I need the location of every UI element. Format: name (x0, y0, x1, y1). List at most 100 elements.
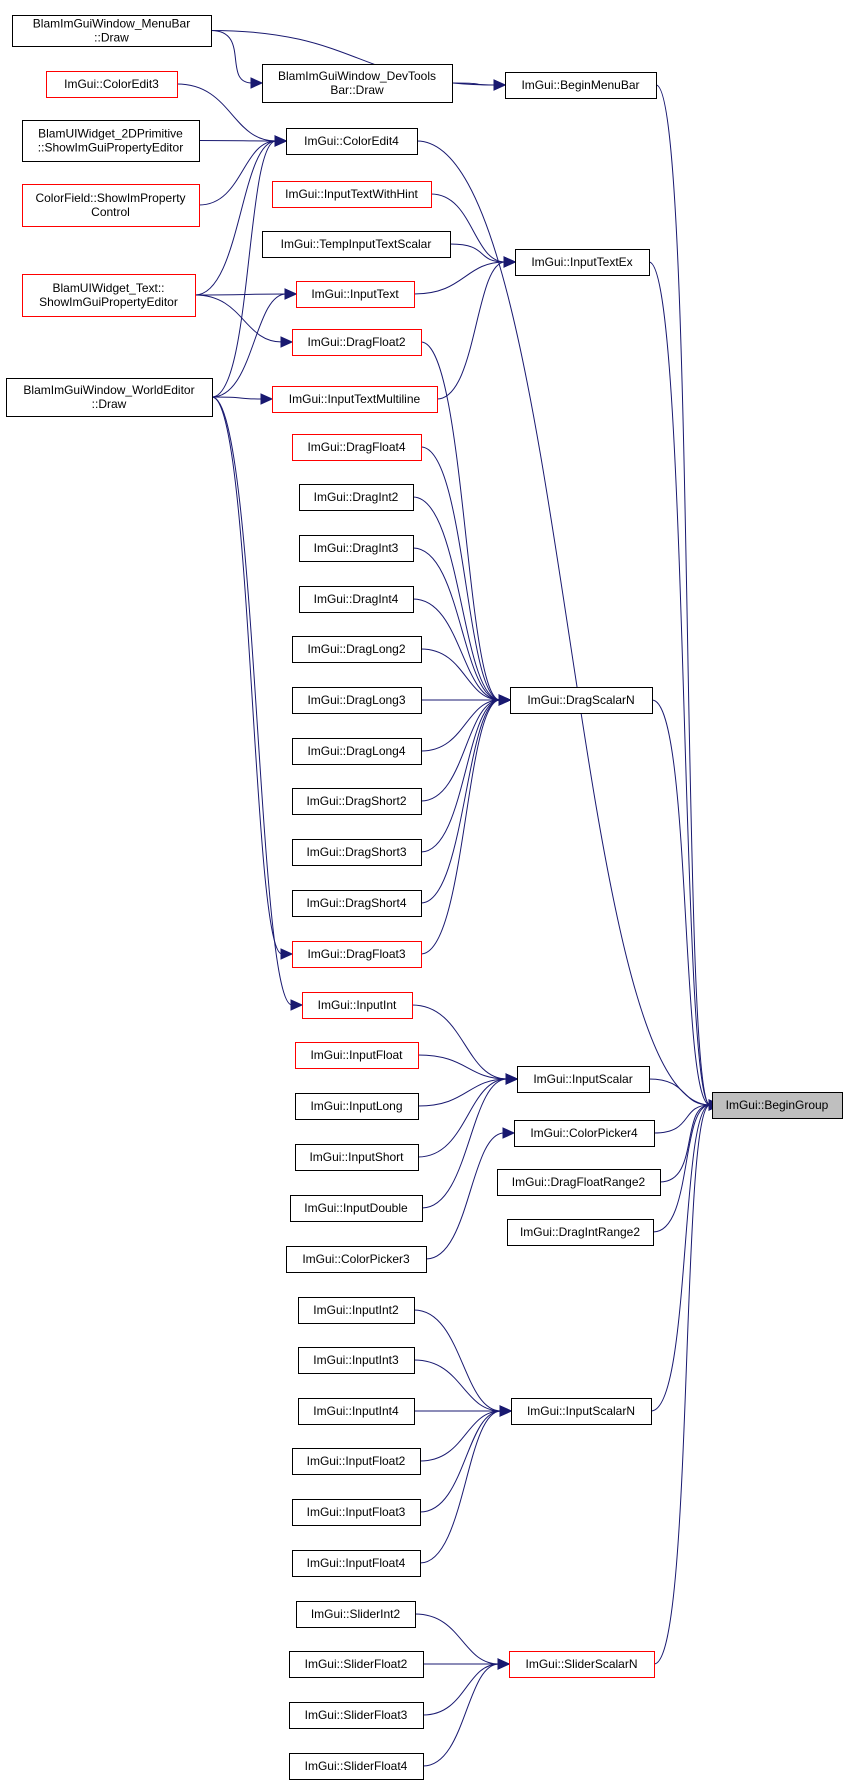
node-label: ImGui::InputFloat3 (307, 1505, 406, 1519)
node-inputlong[interactable]: ImGui::InputLong (295, 1093, 419, 1120)
node-label: ::Draw (92, 397, 127, 411)
node-inputint4[interactable]: ImGui::InputInt4 (298, 1398, 415, 1425)
node-box (292, 1448, 421, 1475)
node-dragshort4[interactable]: ImGui::DragShort4 (292, 890, 422, 917)
node-inputtext[interactable]: ImGui::InputText (296, 281, 415, 308)
node-sliderfloat4[interactable]: ImGui::SliderFloat4 (289, 1753, 424, 1780)
node-menubar-draw[interactable]: BlamImGuiWindow_MenuBar::Draw (12, 15, 212, 47)
edge-worldeditor-draw-to-coloredit4 (211, 135, 288, 398)
node-label: ShowImGuiPropertyEditor (39, 295, 178, 309)
node-dragint3[interactable]: ImGui::DragInt3 (299, 535, 414, 562)
node-box (507, 1219, 654, 1246)
edge-dragint2-to-dragscalarn (412, 496, 512, 706)
node-inputint2[interactable]: ImGui::InputInt2 (298, 1297, 415, 1324)
node-dragint4[interactable]: ImGui::DragInt4 (299, 586, 414, 613)
node-inputfloat3[interactable]: ImGui::InputFloat3 (292, 1499, 421, 1526)
node-dragfloatrange2[interactable]: ImGui::DragFloatRange2 (497, 1169, 661, 1196)
node-dragfloat2[interactable]: ImGui::DragFloat2 (292, 329, 422, 356)
node-dragshort2[interactable]: ImGui::DragShort2 (292, 788, 422, 815)
node-label: ImGui::InputFloat2 (307, 1454, 406, 1468)
node-inputdouble[interactable]: ImGui::InputDouble (290, 1195, 423, 1222)
node-inputint[interactable]: ImGui::InputInt (302, 992, 413, 1019)
node-label: BlamUIWidget_2DPrimitive (38, 127, 183, 141)
node-beginmenubar[interactable]: ImGui::BeginMenuBar (505, 72, 657, 99)
node-label: ImGui::DragShort2 (306, 794, 406, 808)
node-dragintrange2[interactable]: ImGui::DragIntRange2 (507, 1219, 654, 1246)
node-box (298, 1398, 415, 1425)
node-colorpicker3[interactable]: ImGui::ColorPicker3 (286, 1246, 427, 1273)
node-box (514, 1120, 655, 1147)
node-inputfloat4[interactable]: ImGui::InputFloat4 (292, 1550, 421, 1577)
node-label: BlamImGuiWindow_MenuBar (33, 17, 190, 31)
node-sliderscalarn[interactable]: ImGui::SliderScalarN (509, 1651, 655, 1678)
node-label: ImGui::DragShort4 (306, 896, 406, 910)
node-inputscalar[interactable]: ImGui::InputScalar (517, 1066, 650, 1093)
node-label: ImGui::InputTextWithHint (285, 187, 418, 201)
edge-dragshort4-to-dragscalarn (420, 694, 512, 904)
node-colorpicker4[interactable]: ImGui::ColorPicker4 (514, 1120, 655, 1147)
node-sliderint2[interactable]: ImGui::SliderInt2 (296, 1601, 416, 1628)
node-inputtextex[interactable]: ImGui::InputTextEx (515, 249, 650, 276)
edge-inputtext-to-inputtextex (413, 256, 517, 295)
node-box (289, 1702, 424, 1729)
edge-worldeditor-draw-to-dragfloat3 (211, 396, 294, 960)
node-coloredit4[interactable]: ImGui::ColorEdit4 (286, 128, 418, 155)
edge-inputtextmultiline-to-inputtextex (436, 256, 517, 400)
edge-worldeditor-draw-to-inputint (211, 396, 304, 1011)
node-inputscalarn[interactable]: ImGui::InputScalarN (511, 1398, 652, 1425)
node-label: ImGui::DragLong2 (307, 642, 405, 656)
node-inputshort[interactable]: ImGui::InputShort (295, 1144, 419, 1171)
node-draglong2[interactable]: ImGui::DragLong2 (292, 636, 422, 663)
edge-sliderint2-to-sliderscalarn (414, 1613, 511, 1670)
node-draglong3[interactable]: ImGui::DragLong3 (292, 687, 422, 714)
edge-inputscalarn-to-begingroup (650, 1099, 722, 1412)
node-label: ImGui::ColorPicker4 (530, 1126, 638, 1140)
node-box (22, 120, 200, 162)
node-box (262, 231, 451, 258)
node-label: BlamUIWidget_Text:: (52, 281, 164, 295)
node-label: Control (91, 205, 130, 219)
node-box (295, 1093, 419, 1120)
node-draglong4[interactable]: ImGui::DragLong4 (292, 738, 422, 765)
edge-dragint3-to-dragscalarn (412, 547, 512, 706)
node-inputtextwithhint[interactable]: ImGui::InputTextWithHint (272, 181, 432, 208)
node-prim2d[interactable]: BlamUIWidget_2DPrimitive::ShowImGuiPrope… (22, 120, 200, 162)
node-dragfloat3[interactable]: ImGui::DragFloat3 (292, 941, 422, 968)
node-inputtextmultiline[interactable]: ImGui::InputTextMultiline (272, 386, 438, 413)
node-dragfloat4[interactable]: ImGui::DragFloat4 (292, 434, 422, 461)
node-label: ImGui::DragFloat2 (307, 335, 405, 349)
node-dragscalarn[interactable]: ImGui::DragScalarN (510, 687, 653, 714)
node-box (46, 71, 178, 98)
node-box (510, 687, 653, 714)
node-box (299, 586, 414, 613)
node-label: ImGui::InputInt4 (313, 1404, 399, 1418)
node-dragint2[interactable]: ImGui::DragInt2 (299, 484, 414, 511)
node-label: ::ShowImGuiPropertyEditor (38, 141, 183, 155)
node-inputint3[interactable]: ImGui::InputInt3 (298, 1347, 415, 1374)
edge-widgettext-to-coloredit4 (194, 135, 288, 296)
node-sliderfloat2[interactable]: ImGui::SliderFloat2 (289, 1651, 424, 1678)
node-inputfloat2[interactable]: ImGui::InputFloat2 (292, 1448, 421, 1475)
node-box (272, 181, 432, 208)
node-tempinputtextscalar[interactable]: ImGui::TempInputTextScalar (262, 231, 451, 258)
node-box (292, 1499, 421, 1526)
node-label: ImGui::ColorEdit3 (64, 77, 159, 91)
node-worldeditor-draw[interactable]: BlamImGuiWindow_WorldEditor::Draw (6, 378, 213, 417)
node-box (505, 72, 657, 99)
edge-inputfloat4-to-inputscalarn (419, 1405, 513, 1564)
node-widgettext[interactable]: BlamUIWidget_Text::ShowImGuiPropertyEdit… (22, 274, 196, 317)
node-label: ImGui::InputDouble (304, 1201, 408, 1215)
node-box (6, 378, 213, 417)
node-coloredit3[interactable]: ImGui::ColorEdit3 (46, 71, 178, 98)
node-label: Bar::Draw (330, 83, 384, 97)
node-label: ImGui::TempInputTextScalar (281, 237, 432, 251)
node-dragshort3[interactable]: ImGui::DragShort3 (292, 839, 422, 866)
node-sliderfloat3[interactable]: ImGui::SliderFloat3 (289, 1702, 424, 1729)
node-box (290, 1195, 423, 1222)
node-label: ColorField::ShowImProperty (35, 191, 185, 205)
node-inputfloat[interactable]: ImGui::InputFloat (295, 1042, 419, 1069)
node-box (292, 636, 422, 663)
node-begingroup[interactable]: ImGui::BeginGroup (712, 1092, 843, 1119)
